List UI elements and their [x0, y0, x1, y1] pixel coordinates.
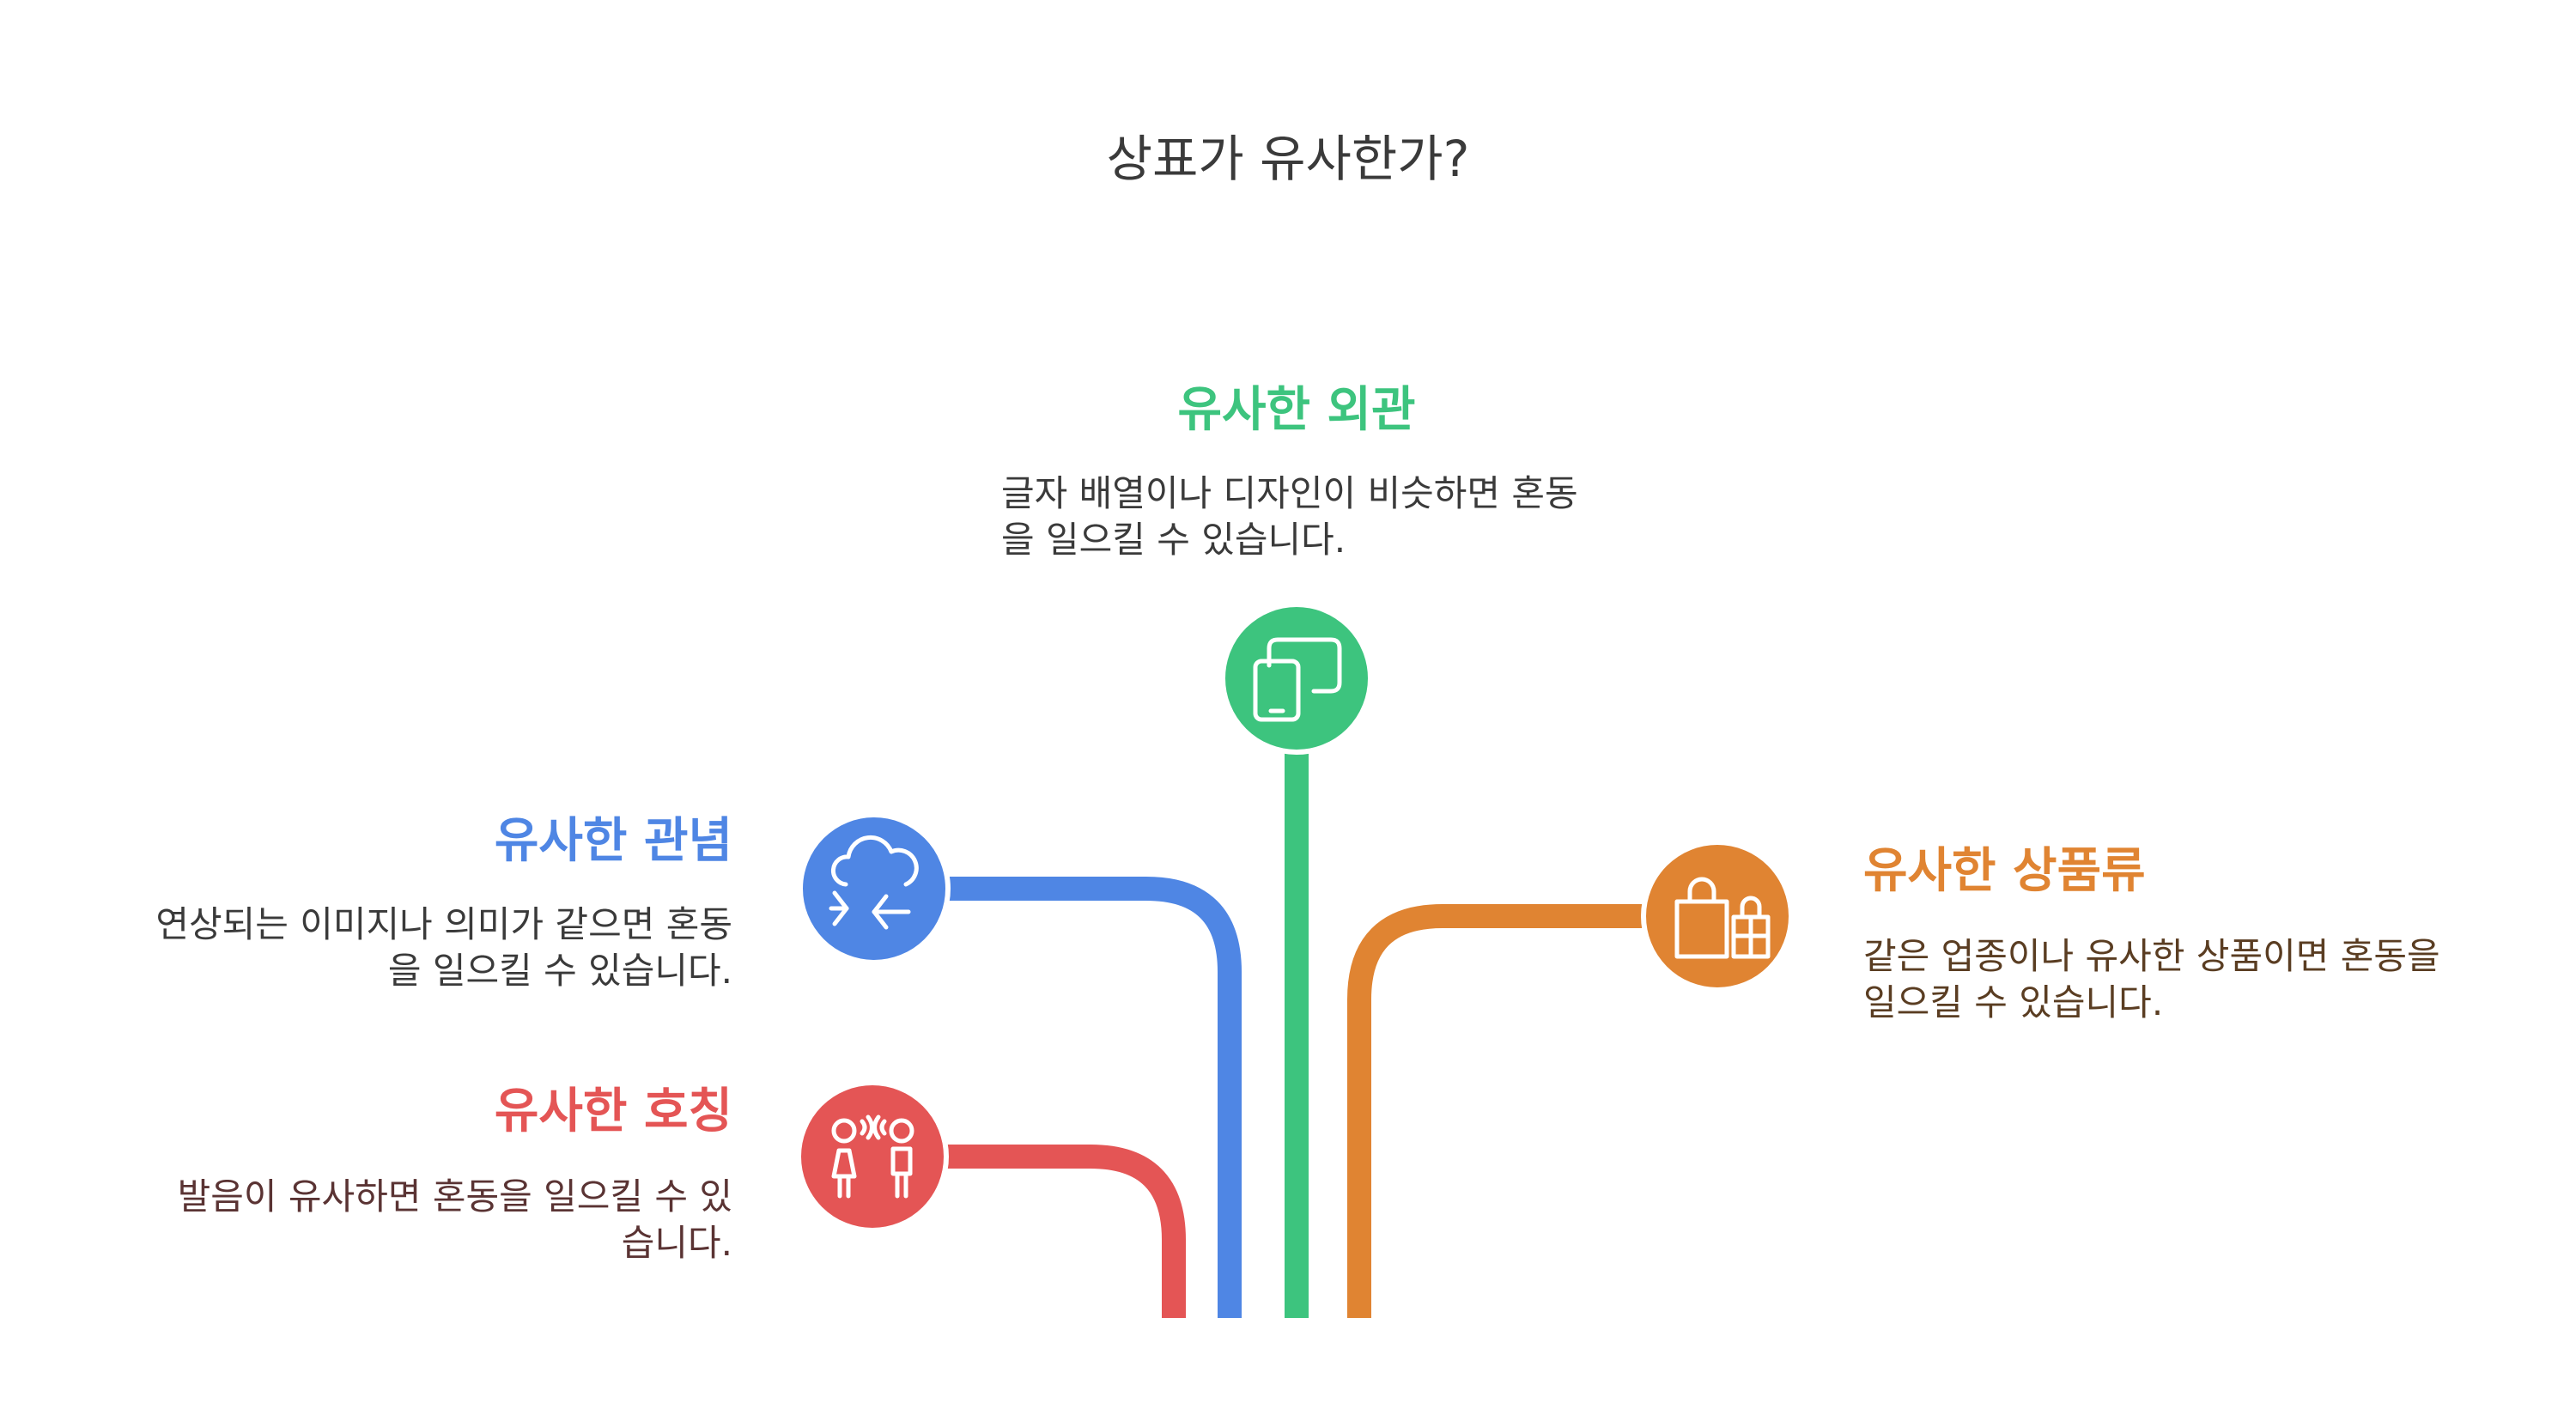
diagram-title: 상표가 유사한가?: [1106, 130, 1470, 188]
name-description-line-2: 습니다.: [621, 1222, 732, 1264]
name-description: 발음이 유사하면 혼동을 일으킬 수 있 습니다.: [43, 1174, 732, 1266]
shopping-bags-icon: [1674, 877, 1771, 959]
concept-description-line-1: 연상되는 이미지나 의미가 같으면 혼동: [155, 903, 732, 945]
appearance-node: [1220, 602, 1373, 755]
goods-description: 같은 업종이나 유사한 상품이면 혼동을 일으킬 수 있습니다.: [1863, 933, 2550, 1026]
goods-connector: [1347, 904, 1649, 1318]
appearance-description-line-2: 을 일으킬 수 있습니다.: [1001, 519, 1346, 561]
goods-description-line-2: 일으킬 수 있습니다.: [1863, 981, 2164, 1023]
name-node: [796, 1080, 949, 1233]
goods-description-line-1: 같은 업종이나 유사한 상품이면 혼동을: [1863, 935, 2440, 977]
concept-description-line-2: 을 일으킬 수 있습니다.: [387, 950, 732, 992]
concept-heading: 유사한 관념: [494, 813, 732, 869]
concept-description: 연상되는 이미지나 의미가 같으면 혼동 을 일으킬 수 있습니다.: [43, 902, 732, 994]
name-description-line-1: 발음이 유사하면 혼동을 일으킬 수 있: [177, 1175, 732, 1218]
appearance-description: 글자 배열이나 디자인이 비슷하면 혼동 을 일으킬 수 있습니다.: [1001, 471, 1705, 563]
appearance-heading: 유사한 외관: [1177, 382, 1416, 438]
concept-connector: [945, 877, 1242, 1318]
goods-node: [1641, 840, 1794, 993]
people-talking-icon: [831, 1114, 914, 1199]
name-heading: 유사한 호칭: [494, 1084, 732, 1139]
concept-node: [798, 812, 951, 965]
devices-icon: [1253, 637, 1342, 722]
goods-heading: 유사한 상품류: [1863, 843, 2146, 899]
name-connector: [936, 1145, 1186, 1318]
appearance-description-line-1: 글자 배열이나 디자인이 비슷하면 혼동: [1001, 472, 1578, 514]
cloud-sync-icon: [829, 835, 919, 930]
